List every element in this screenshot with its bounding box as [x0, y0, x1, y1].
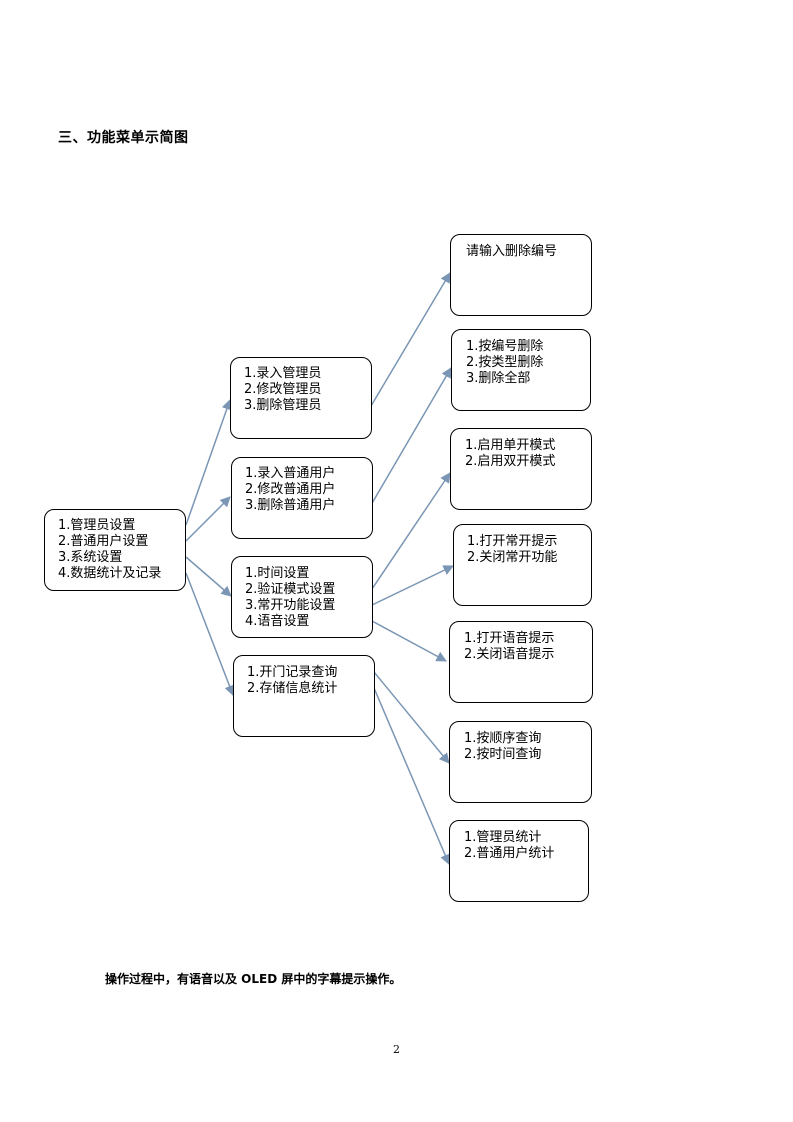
- admin-settings-box: 1.录入管理员 2.修改管理员 3.删除管理员: [230, 357, 372, 439]
- system-item-1: 1.时间设置: [245, 566, 310, 581]
- system-item-4: 4.语音设置: [245, 614, 310, 629]
- delete-id-box: 请输入删除编号: [450, 234, 592, 316]
- voice-items: 1.打开语音提示 2.关闭语音提示: [464, 631, 554, 663]
- system-settings-items: 1.时间设置 2.验证模式设置 3.常开功能设置 4.语音设置: [245, 566, 335, 630]
- footer-note: 操作过程中，有语音以及 OLED 屏中的字幕提示操作。: [105, 972, 402, 986]
- verify-mode-item-2: 2.启用双开模式: [465, 454, 556, 469]
- stats-item-1: 1.管理员统计: [464, 830, 542, 845]
- root-menu-items: 1.管理员设置 2.普通用户设置 3.系统设置 4.数据统计及记录: [58, 518, 161, 582]
- admin-item-3: 3.删除管理员: [244, 398, 322, 413]
- system-item-3: 3.常开功能设置: [245, 598, 336, 613]
- query-item-1: 1.按顺序查询: [464, 731, 542, 746]
- stats-box: 1.管理员统计 2.普通用户统计: [449, 820, 589, 902]
- admin-item-2: 2.修改管理员: [244, 382, 322, 397]
- root-item-admin: 1.管理员设置: [58, 518, 136, 533]
- section-heading: 三、功能菜单示简图: [58, 130, 189, 146]
- stats-items: 1.管理员统计 2.普通用户统计: [464, 830, 554, 862]
- stats-item-2: 2.普通用户统计: [464, 846, 555, 861]
- arrow-delete-id: [370, 272, 451, 407]
- records-item-1: 1.开门记录查询: [247, 665, 338, 680]
- arrow-system: [185, 556, 232, 597]
- delete-id-prompt: 请输入删除编号: [466, 244, 558, 259]
- delete-mode-items: 1.按编号删除 2.按类型删除 3.删除全部: [466, 339, 543, 387]
- root-menu-box: 1.管理员设置 2.普通用户设置 3.系统设置 4.数据统计及记录: [44, 509, 186, 591]
- root-item-system: 3.系统设置: [58, 550, 123, 565]
- arrow-voice: [371, 620, 447, 662]
- records-item-2: 2.存储信息统计: [247, 681, 338, 696]
- admin-item-1: 1.录入管理员: [244, 366, 322, 381]
- user-item-1: 1.录入普通用户: [245, 466, 336, 481]
- delete-mode-item-1: 1.按编号删除: [466, 339, 544, 354]
- arrow-always-open: [371, 565, 454, 606]
- query-box: 1.按顺序查询 2.按时间查询: [449, 721, 592, 803]
- query-item-2: 2.按时间查询: [464, 747, 542, 762]
- always-open-item-1: 1.打开常开提示: [467, 534, 558, 549]
- system-settings-box: 1.时间设置 2.验证模式设置 3.常开功能设置 4.语音设置: [231, 556, 373, 638]
- user-settings-items: 1.录入普通用户 2.修改普通用户 3.删除普通用户: [245, 466, 335, 514]
- user-settings-box: 1.录入普通用户 2.修改普通用户 3.删除普通用户: [231, 457, 373, 539]
- admin-settings-items: 1.录入管理员 2.修改管理员 3.删除管理员: [244, 366, 321, 414]
- verify-mode-items: 1.启用单开模式 2.启用双开模式: [465, 438, 555, 470]
- records-items: 1.开门记录查询 2.存储信息统计: [247, 665, 337, 697]
- always-open-box: 1.打开常开提示 2.关闭常开功能: [453, 524, 592, 606]
- arrow-delete-mode: [370, 367, 452, 506]
- arrow-stats: [373, 687, 451, 865]
- arrow-verify-mode: [371, 472, 451, 590]
- user-item-3: 3.删除普通用户: [245, 498, 336, 513]
- arrow-query: [373, 671, 450, 764]
- page-number: 2: [393, 1043, 400, 1056]
- voice-box: 1.打开语音提示 2.关闭语音提示: [449, 621, 593, 703]
- records-box: 1.开门记录查询 2.存储信息统计: [233, 655, 375, 737]
- delete-id-items: 请输入删除编号: [466, 244, 557, 260]
- voice-item-2: 2.关闭语音提示: [464, 647, 555, 662]
- verify-mode-box: 1.启用单开模式 2.启用双开模式: [450, 428, 592, 510]
- always-open-item-2: 2.关闭常开功能: [467, 550, 558, 565]
- delete-mode-item-3: 3.删除全部: [466, 371, 531, 386]
- user-item-2: 2.修改普通用户: [245, 482, 336, 497]
- system-item-2: 2.验证模式设置: [245, 582, 336, 597]
- always-open-items: 1.打开常开提示 2.关闭常开功能: [467, 534, 557, 566]
- root-item-records: 4.数据统计及记录: [58, 566, 162, 581]
- delete-mode-item-2: 2.按类型删除: [466, 355, 544, 370]
- verify-mode-item-1: 1.启用单开模式: [465, 438, 556, 453]
- arrow-records: [185, 572, 235, 696]
- root-item-user: 2.普通用户设置: [58, 534, 149, 549]
- arrow-user: [185, 496, 231, 542]
- voice-item-1: 1.打开语音提示: [464, 631, 555, 646]
- delete-mode-box: 1.按编号删除 2.按类型删除 3.删除全部: [451, 329, 591, 411]
- query-items: 1.按顺序查询 2.按时间查询: [464, 731, 541, 763]
- arrow-admin: [185, 399, 232, 526]
